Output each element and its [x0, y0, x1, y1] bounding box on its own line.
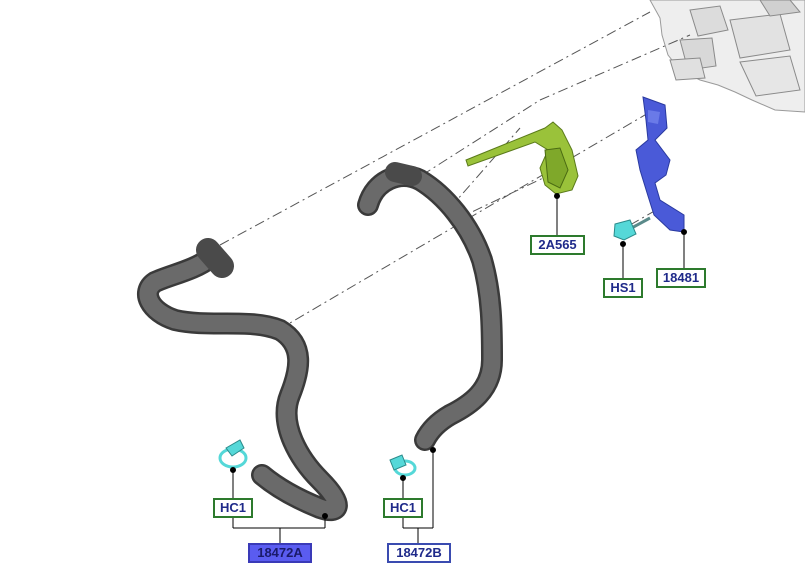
callout-hc1-right[interactable]: HC1 — [383, 498, 423, 518]
callout-leaders — [230, 193, 687, 543]
heater-unit-illustration — [649, 0, 805, 113]
bolt-hs1-illustration — [613, 216, 651, 241]
bracket-18481-illustration — [635, 96, 685, 233]
bracket-2a565-illustration — [465, 121, 579, 195]
hose-clamp-left-illustration — [218, 439, 248, 469]
callout-18472a[interactable]: 18472A — [248, 543, 312, 563]
callout-2a565[interactable]: 2A565 — [530, 235, 585, 255]
heater-hose-18472b — [357, 162, 503, 451]
callout-hc1-left[interactable]: HC1 — [213, 498, 253, 518]
callout-18481[interactable]: 18481 — [656, 268, 706, 288]
callout-18472b[interactable]: 18472B — [387, 543, 451, 563]
heater-hose-18472a — [137, 238, 348, 522]
hose-clamp-right-illustration — [389, 454, 417, 477]
callout-hs1[interactable]: HS1 — [603, 278, 643, 298]
